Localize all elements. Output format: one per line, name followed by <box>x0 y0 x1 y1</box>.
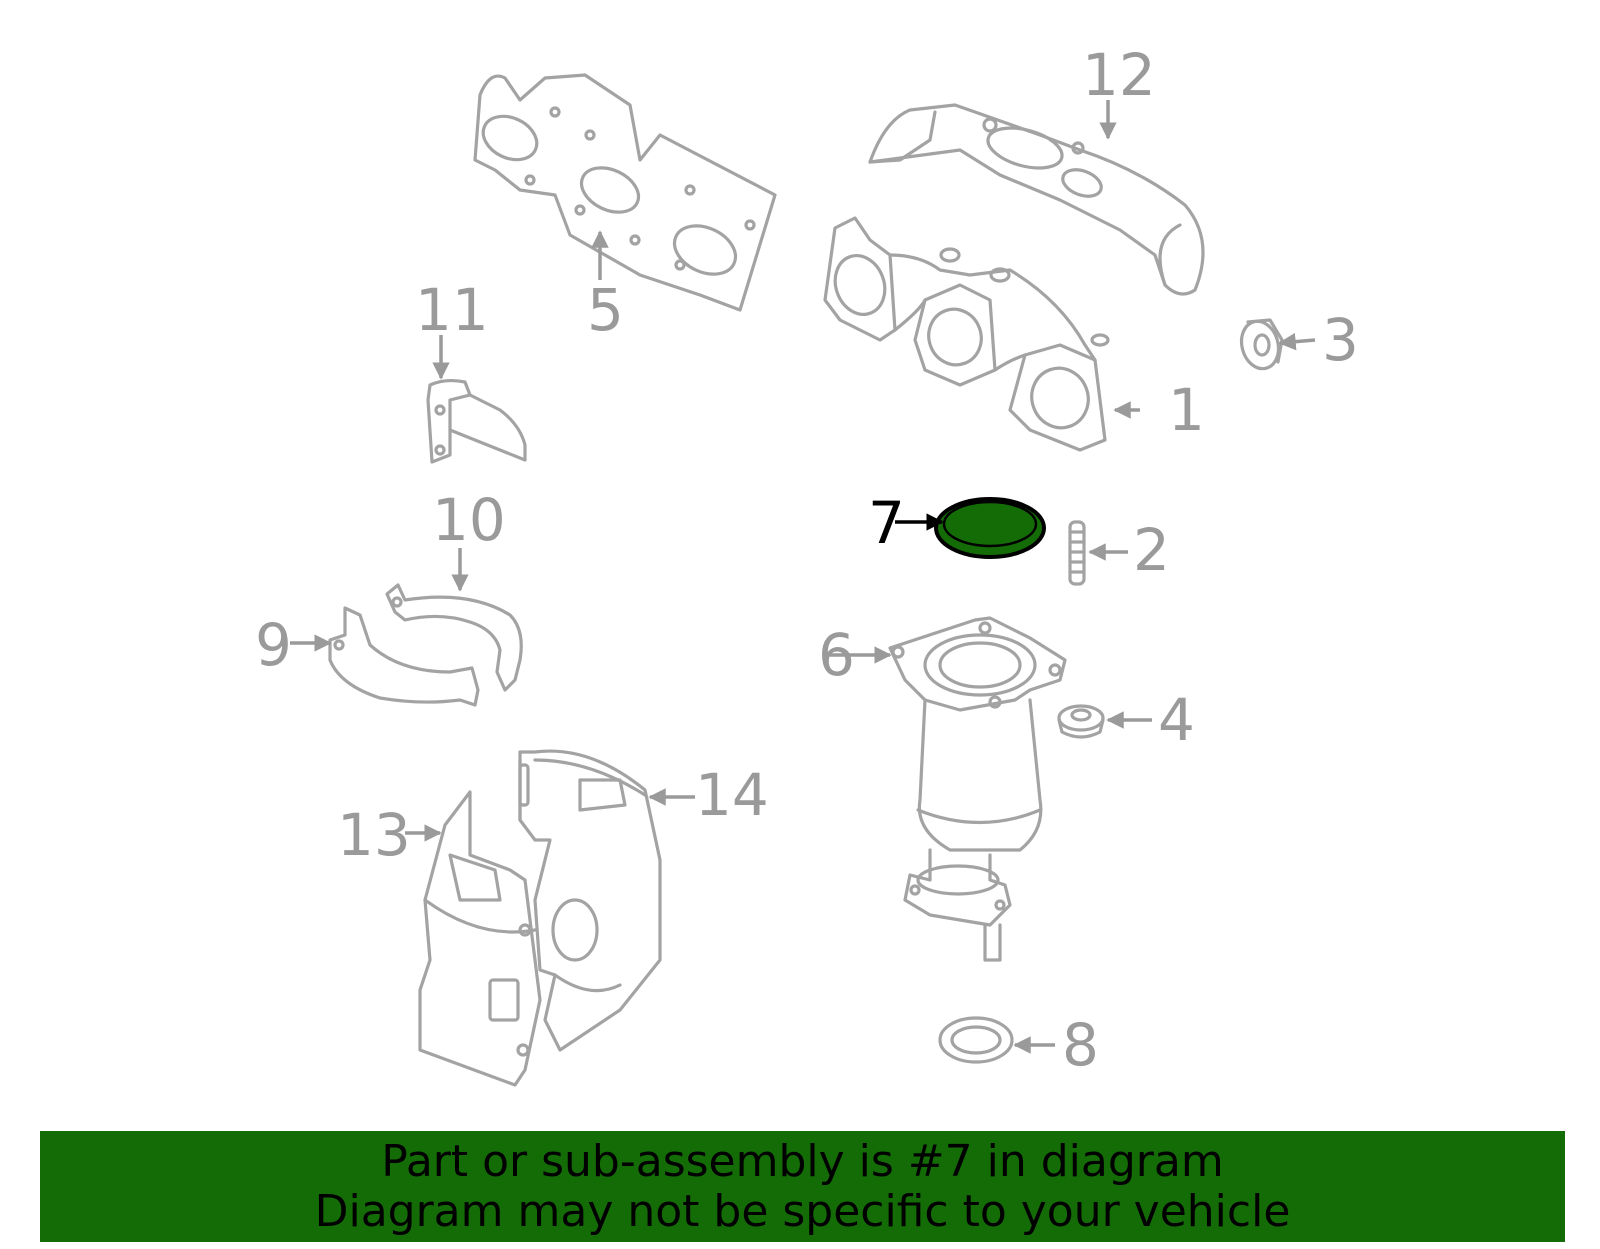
part-3-nut[interactable] <box>1236 317 1284 373</box>
callout-3: 3 <box>1322 306 1359 374</box>
info-banner: Part or sub-assembly is #7 in diagram Di… <box>40 1131 1565 1242</box>
part-14-heat-shield[interactable] <box>518 749 662 1052</box>
part-6-catalytic-converter[interactable] <box>888 616 1067 962</box>
part-8-gasket[interactable] <box>938 1016 1014 1064</box>
banner-part-notice: Part or sub-assembly is #7 in diagram <box>381 1135 1224 1187</box>
callout-7: 7 <box>868 489 905 557</box>
part-7-gasket[interactable] <box>934 497 1046 559</box>
part-1-exhaust-manifold[interactable] <box>823 216 1110 452</box>
callout-5: 5 <box>587 276 624 344</box>
callout-2: 2 <box>1133 516 1170 584</box>
callout-11: 11 <box>415 276 489 344</box>
part-5-manifold-gasket[interactable] <box>473 73 777 312</box>
part-9-clamp[interactable] <box>328 606 480 707</box>
callout-1: 1 <box>1168 376 1205 444</box>
callout-12: 12 <box>1082 41 1156 109</box>
callout-8: 8 <box>1062 1011 1099 1079</box>
part-2-stud[interactable] <box>1068 520 1086 586</box>
callout-13: 13 <box>337 801 411 869</box>
callout-14: 14 <box>695 761 769 829</box>
callout-4: 4 <box>1158 686 1195 754</box>
banner-disclaimer: Diagram may not be specific to your vehi… <box>314 1185 1291 1237</box>
callout-9: 9 <box>255 611 292 679</box>
part-11-bracket[interactable] <box>426 378 527 464</box>
callout-6: 6 <box>818 621 855 689</box>
part-13-heat-shield[interactable] <box>418 790 542 1087</box>
part-12-heat-shield[interactable] <box>868 103 1205 296</box>
part-10-clamp[interactable] <box>385 583 523 692</box>
part-4-nut[interactable] <box>1057 704 1105 739</box>
callout-10: 10 <box>432 486 506 554</box>
